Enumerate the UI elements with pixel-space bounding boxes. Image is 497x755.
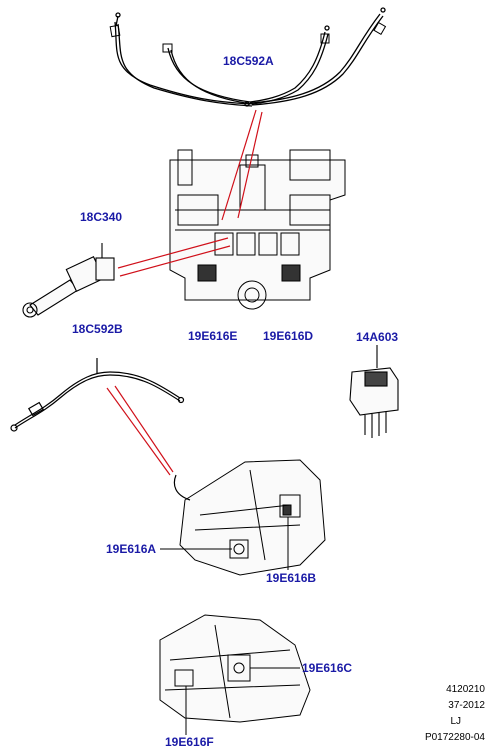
cable-18c592b-drawing bbox=[10, 358, 185, 432]
ref-line-2: 37-2012 bbox=[448, 700, 485, 711]
ref-line-4: P0172280-04 bbox=[424, 732, 485, 743]
housing-assembly-ab-drawing bbox=[160, 459, 326, 576]
callout-18c340: 18C340 bbox=[80, 210, 123, 224]
callout-18c592b: 18C592B bbox=[72, 322, 123, 336]
callout-14a603: 14A603 bbox=[356, 330, 399, 344]
housing-assembly-cf-drawing bbox=[159, 614, 311, 735]
callout-19e616f: 19E616F bbox=[165, 735, 214, 749]
callout-19e616b: 19E616B bbox=[266, 571, 317, 585]
callout-18c592a: 18C592A bbox=[223, 54, 274, 68]
callout-19e616a: 19E616A bbox=[106, 542, 157, 556]
callout-19e616c: 19E616C bbox=[302, 661, 353, 675]
hvac-housing-drawing bbox=[169, 149, 346, 310]
ref-line-1: 4120210 bbox=[446, 684, 485, 695]
resistor-14a603-drawing bbox=[349, 345, 399, 438]
red-leader-lines bbox=[106, 109, 263, 476]
callout-19e616d: 19E616D bbox=[263, 329, 314, 343]
sensor-18c340-drawing bbox=[22, 243, 115, 318]
cable-18c592a-drawing bbox=[109, 7, 387, 107]
callout-19e616e: 19E616E bbox=[188, 329, 238, 343]
ref-line-3: LJ bbox=[450, 716, 461, 727]
